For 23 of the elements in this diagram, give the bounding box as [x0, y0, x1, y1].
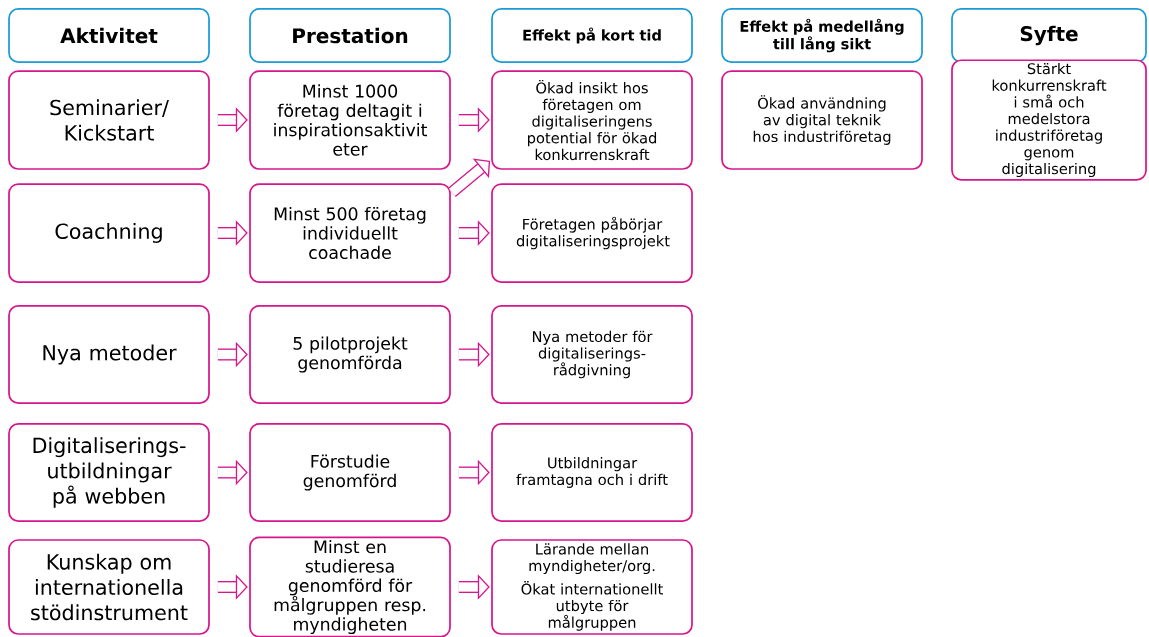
process-box: Nya metoder	[8, 305, 210, 404]
process-box: Förstudie genomförd	[249, 423, 451, 522]
process-box: 5 pilotprojekt genomförda	[249, 305, 451, 404]
process-box: Seminarier/ Kickstart	[8, 70, 210, 170]
process-box: Coachning	[8, 183, 210, 283]
column-header: Syfte	[951, 8, 1147, 63]
process-box: Utbildningar framtagna och i drift	[491, 423, 693, 522]
process-box: Minst en studieresa genomförd för målgruppen resp. myndigheten	[249, 536, 451, 637]
process-box: Kunskap om internationella stödinstrument	[8, 539, 210, 635]
process-box: Stärkt konkurrenskraft i små och medelstora industriföretag genom digitalisering	[951, 59, 1147, 181]
process-box: Företagen påbörjar digitaliseringsprojekt	[491, 183, 693, 283]
block-arrow	[448, 158, 491, 197]
column-header: Effekt på medellång till lång sikt	[721, 8, 923, 63]
process-box: Minst 1000 företag deltagit i inspirationsaktivit eter	[249, 70, 451, 170]
process-box: Lärande mellan myndigheter/org. Ökat internationellt utbyte för målgruppen	[491, 539, 693, 635]
process-box: Digitaliserings- utbildningar på webben	[8, 423, 210, 522]
process-box: Ökad användning av digital teknik hos industriföretag	[721, 70, 923, 170]
column-header: Prestation	[249, 8, 451, 63]
process-box: Nya metoder för digitaliserings- rådgivning	[491, 305, 693, 404]
process-box: Ökad insikt hos företagen om digitaliseringens potential för ökad konkurrenskraft	[491, 70, 693, 170]
process-box: Minst 500 företag individuellt coachade	[249, 183, 451, 283]
column-header: Effekt på kort tid	[491, 8, 693, 63]
column-header: Aktivitet	[8, 8, 210, 63]
